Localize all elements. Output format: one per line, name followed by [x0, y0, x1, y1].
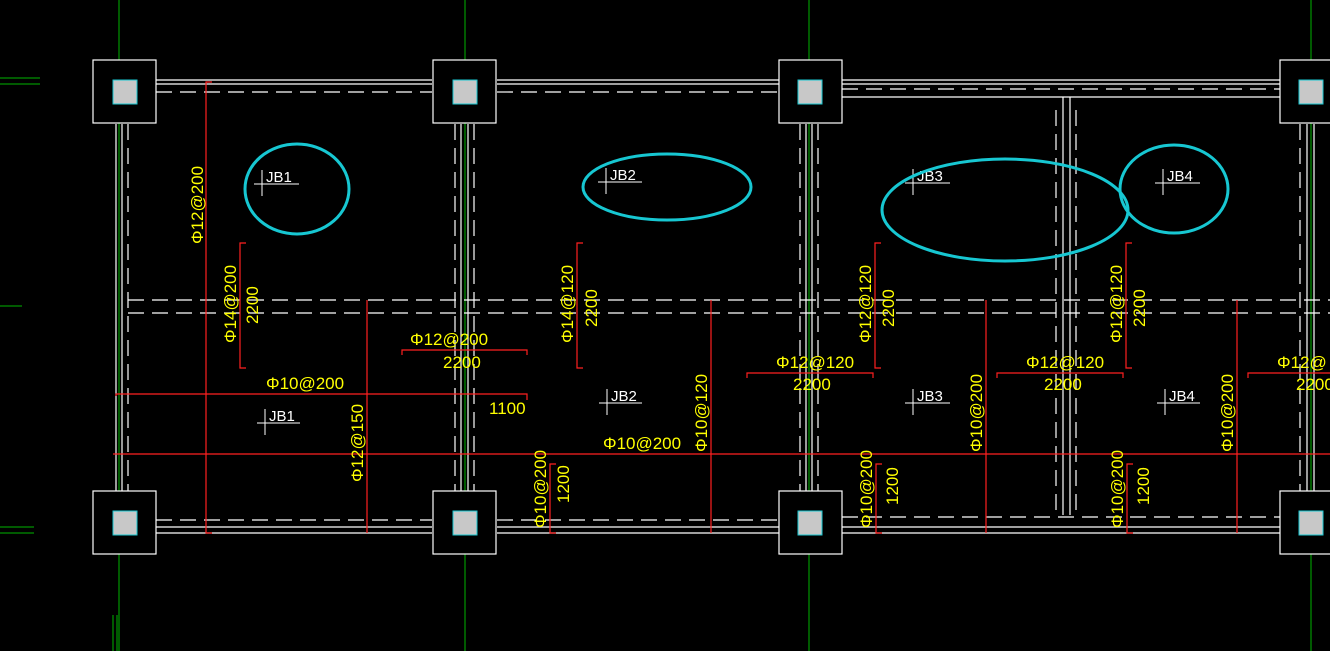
panel-label-jb2[interactable]: JB2 — [610, 167, 636, 184]
rebar-length[interactable]: 1100 — [489, 399, 526, 418]
rebar-label[interactable]: Φ12@ — [1277, 353, 1327, 372]
panel-label-jb4[interactable]: JB4 — [1167, 168, 1193, 185]
highlight-ellipse-icon — [243, 142, 351, 236]
rebar-length[interactable]: 2200 — [1296, 375, 1330, 394]
column-icon[interactable] — [778, 59, 843, 124]
panel-labels: JB1 JB2 JB3 JB4 JB1 JB2 JB3 JB4 — [266, 167, 1195, 425]
rebar-label[interactable]: Φ10@200 — [266, 374, 344, 393]
column-icon[interactable] — [92, 490, 157, 555]
highlight-ellipse-icon — [1118, 143, 1230, 235]
beam-outlines — [115, 79, 1315, 534]
column-icon[interactable] — [1279, 59, 1330, 124]
rebar-length[interactable]: 2200 — [443, 353, 481, 372]
rebar-label[interactable]: Φ14@120 — [558, 265, 577, 343]
rebar-length[interactable]: 2200 — [1044, 375, 1082, 394]
rebar-length[interactable]: 2200 — [1130, 289, 1149, 327]
panel-markers — [254, 168, 1200, 435]
columns — [92, 59, 1330, 555]
rebar-label[interactable]: Φ10@200 — [1108, 450, 1127, 528]
column-icon[interactable] — [92, 59, 157, 124]
panel-label-jb1[interactable]: JB1 — [266, 169, 292, 186]
rebar-label[interactable]: Φ10@120 — [692, 374, 711, 452]
rebar-label[interactable]: Φ12@150 — [348, 404, 367, 482]
rebar-length[interactable]: 1200 — [554, 465, 573, 503]
rebar-label[interactable]: Φ10@200 — [531, 450, 550, 528]
rebar-label[interactable]: Φ12@200 — [188, 166, 207, 244]
dashed-beam-lines — [127, 88, 1330, 521]
rebar-lines — [113, 81, 1330, 534]
rebar-length[interactable]: 1200 — [883, 467, 902, 505]
column-icon[interactable] — [432, 490, 497, 555]
rebar-label[interactable]: Φ10@200 — [603, 434, 681, 453]
column-icon[interactable] — [1279, 490, 1330, 555]
rebar-length[interactable]: 2200 — [879, 289, 898, 327]
panel-label-jb4[interactable]: JB4 — [1169, 388, 1195, 405]
rebar-label[interactable]: Φ10@200 — [967, 374, 986, 452]
rebar-label[interactable]: Φ12@120 — [1107, 265, 1126, 343]
panel-label-jb3[interactable]: JB3 — [917, 388, 943, 405]
rebar-length[interactable]: 2200 — [582, 289, 601, 327]
rebar-annotations: Φ12@200 Φ14@200 2200 Φ12@200 2200 Φ10@20… — [188, 166, 1330, 528]
column-icon[interactable] — [778, 490, 843, 555]
rebar-label[interactable]: Φ12@200 — [410, 330, 488, 349]
rebar-label[interactable]: Φ12@120 — [1026, 353, 1104, 372]
panel-label-jb2[interactable]: JB2 — [611, 388, 637, 405]
rebar-length[interactable]: 2200 — [793, 375, 831, 394]
rebar-length[interactable]: 1200 — [1134, 467, 1153, 505]
rebar-label[interactable]: Φ14@200 — [221, 265, 240, 343]
highlight-ellipses — [243, 142, 1230, 263]
rebar-label[interactable]: Φ12@120 — [776, 353, 854, 372]
column-icon[interactable] — [432, 59, 497, 124]
rebar-label[interactable]: Φ12@120 — [856, 265, 875, 343]
panel-label-jb1[interactable]: JB1 — [269, 408, 295, 425]
highlight-ellipse-icon — [880, 157, 1130, 263]
highlight-ellipse-icon — [581, 152, 753, 222]
rebar-label[interactable]: Φ10@200 — [857, 450, 876, 528]
rebar-label[interactable]: Φ10@200 — [1218, 374, 1237, 452]
rebar-length[interactable]: 2200 — [243, 286, 262, 324]
